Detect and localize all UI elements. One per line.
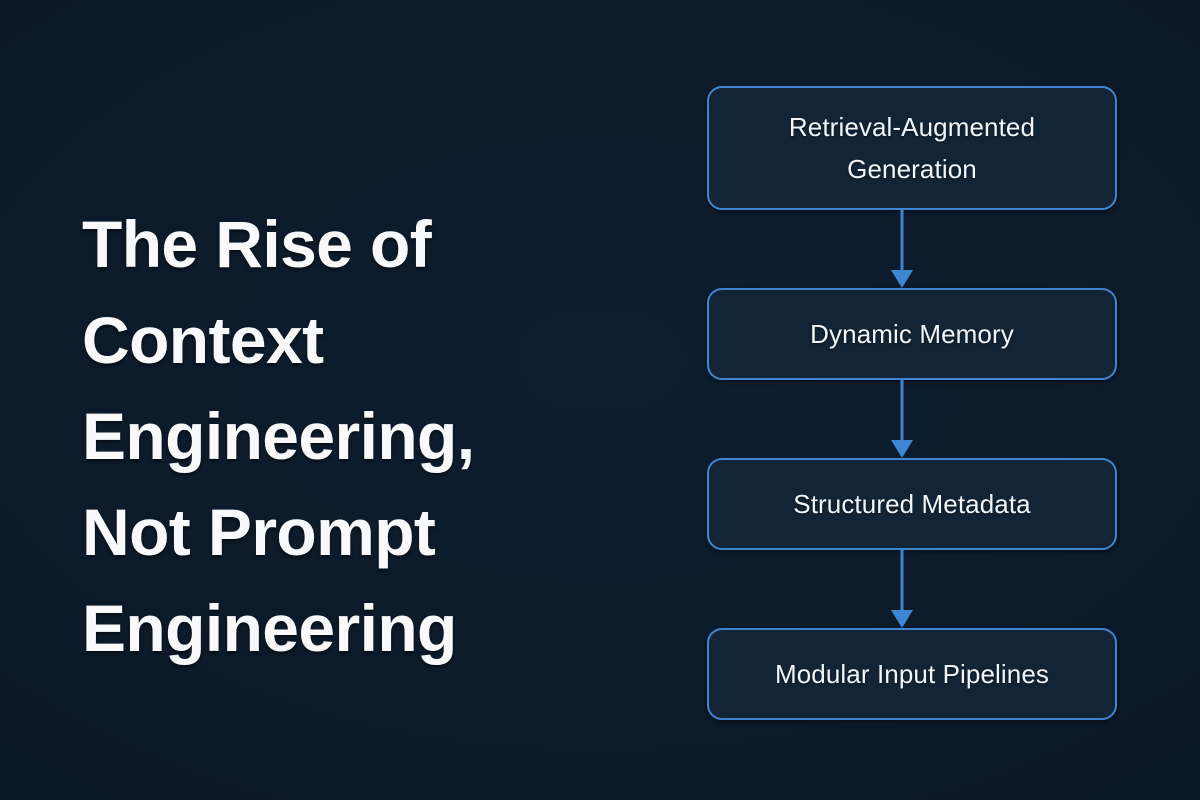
- flow-arrow-structured-metadata-to-modular-input-pipelines: [687, 550, 1117, 628]
- arrow-line: [900, 380, 904, 442]
- flow-node-rag[interactable]: Retrieval-Augmented Generation: [707, 86, 1117, 210]
- flow-node-structured-metadata[interactable]: Structured Metadata: [707, 458, 1117, 550]
- page-title: The Rise of Context Engineering, Not Pro…: [82, 207, 475, 666]
- arrow-line: [900, 210, 904, 272]
- flow-node-dynamic-memory[interactable]: Dynamic Memory: [707, 288, 1117, 380]
- flowchart: Retrieval-Augmented Generation Dynamic M…: [687, 86, 1117, 720]
- arrow-line: [900, 550, 904, 612]
- arrow-head-icon: [891, 610, 913, 628]
- arrow-head-icon: [891, 270, 913, 288]
- flow-node-modular-input-pipelines[interactable]: Modular Input Pipelines: [707, 628, 1117, 720]
- flow-arrow-dynamic-memory-to-structured-metadata: [687, 380, 1117, 458]
- flow-arrow-rag-to-dynamic-memory: [687, 210, 1117, 288]
- arrow-head-icon: [891, 440, 913, 458]
- headline-pane: The Rise of Context Engineering, Not Pro…: [82, 207, 475, 666]
- diagram-pane: Retrieval-Augmented Generation Dynamic M…: [640, 0, 1200, 800]
